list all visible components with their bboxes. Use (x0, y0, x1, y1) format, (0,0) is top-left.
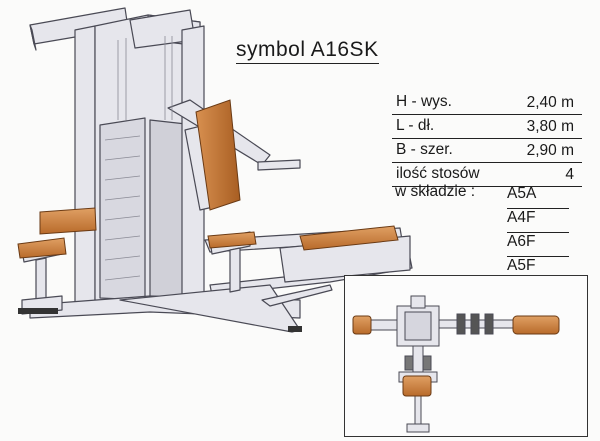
component-item: A6F (507, 233, 569, 257)
top-view-drawing (352, 295, 560, 433)
spec-row-stacks: ilość stosów 4 (392, 163, 582, 187)
product-symbol-title: symbol A16SK (236, 38, 379, 64)
spec-table: H - wys. 2,40 m L - dł. 3,80 m B - szer.… (392, 91, 582, 187)
top-view-plan (344, 275, 588, 437)
components-list: A5A A4F A6F A5F (507, 185, 569, 281)
spec-label: ilość stosów (396, 165, 480, 182)
component-item: A4F (507, 209, 569, 233)
spec-value: 4 (565, 166, 574, 183)
spec-label: B - szer. (396, 141, 453, 158)
spec-value: 2,40 m (526, 94, 574, 111)
spec-row-width: B - szer. 2,90 m (392, 139, 582, 163)
spec-row-length: L - dł. 3,80 m (392, 115, 582, 139)
spec-label: H - wys. (396, 93, 452, 110)
components-label: w składzie : (395, 183, 476, 200)
spec-value: 3,80 m (526, 118, 574, 135)
component-item: A5A (507, 185, 569, 209)
spec-label: L - dł. (396, 117, 435, 134)
spec-row-height: H - wys. 2,40 m (392, 91, 582, 115)
spec-value: 2,90 m (526, 142, 574, 159)
